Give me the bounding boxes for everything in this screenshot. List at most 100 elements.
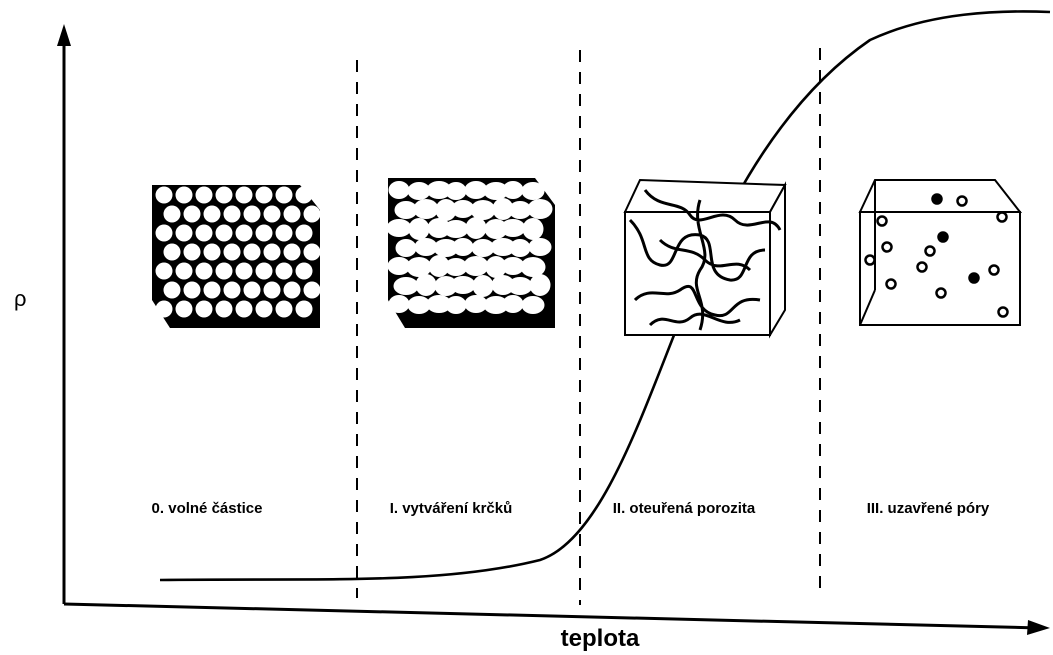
particle xyxy=(296,225,313,242)
pore xyxy=(990,266,999,275)
particle xyxy=(244,206,261,223)
particle xyxy=(416,274,437,296)
particle xyxy=(264,282,281,299)
particle xyxy=(304,244,321,261)
particle xyxy=(184,206,201,223)
particle xyxy=(164,282,181,299)
particle xyxy=(256,225,273,242)
particle xyxy=(394,277,419,295)
particle xyxy=(284,244,301,261)
particle xyxy=(184,244,201,261)
particle xyxy=(284,206,301,223)
particle xyxy=(236,301,253,318)
particle xyxy=(216,263,233,280)
cube-open-porosity xyxy=(625,180,785,335)
particle xyxy=(508,277,533,295)
particle xyxy=(453,238,474,256)
particle xyxy=(471,200,496,220)
particle xyxy=(176,187,193,204)
pore xyxy=(878,217,887,226)
particle xyxy=(387,219,412,237)
particle xyxy=(156,225,173,242)
particle xyxy=(196,225,213,242)
x-axis xyxy=(64,604,1040,628)
x-axis-label: teplota xyxy=(561,625,640,652)
particle xyxy=(264,206,281,223)
pore xyxy=(937,289,946,298)
particle xyxy=(304,282,321,299)
particle xyxy=(236,225,253,242)
particle xyxy=(156,263,173,280)
particle xyxy=(216,187,233,204)
particle xyxy=(529,238,552,256)
x-axis-arrowhead xyxy=(1027,620,1050,635)
particle xyxy=(236,263,253,280)
particle xyxy=(501,219,526,237)
particle xyxy=(236,187,253,204)
particle xyxy=(276,187,293,204)
particle xyxy=(528,199,553,219)
particle xyxy=(503,295,524,313)
particle xyxy=(224,244,241,261)
particle xyxy=(396,239,417,257)
particle xyxy=(196,301,213,318)
particle xyxy=(276,301,293,318)
cube-closed-pores xyxy=(860,180,1020,325)
particle xyxy=(451,276,476,294)
particle xyxy=(216,301,233,318)
particle xyxy=(256,263,273,280)
particle xyxy=(407,257,432,277)
particle xyxy=(446,296,467,314)
particle xyxy=(473,275,494,297)
particle xyxy=(522,296,545,314)
particle xyxy=(244,244,261,261)
particle xyxy=(204,206,221,223)
particle xyxy=(164,244,181,261)
particle xyxy=(256,187,273,204)
pore xyxy=(939,233,948,242)
axes xyxy=(57,24,1050,635)
stage-label-1: I. vytváření krčků xyxy=(390,500,513,517)
y-axis-label: ρ xyxy=(14,286,27,311)
particle xyxy=(196,263,213,280)
particle xyxy=(204,282,221,299)
stage-label-0: 0. volné částice xyxy=(152,500,263,517)
particle xyxy=(444,220,469,238)
particle xyxy=(464,256,489,276)
particle xyxy=(446,182,467,200)
particle xyxy=(276,225,293,242)
particle xyxy=(224,206,241,223)
pore xyxy=(866,256,875,265)
pore xyxy=(918,263,927,272)
particle xyxy=(264,244,281,261)
pore xyxy=(883,243,892,252)
cube-neck-formation xyxy=(387,178,556,328)
stage-label-2: II. oteuřená porozita xyxy=(613,500,756,517)
cube-loose-particles xyxy=(152,185,321,328)
particle xyxy=(510,239,531,257)
particle xyxy=(204,244,221,261)
particle xyxy=(414,199,439,219)
particle xyxy=(523,218,544,240)
particle xyxy=(176,263,193,280)
pore xyxy=(970,274,979,283)
particle xyxy=(409,218,430,240)
particle xyxy=(176,301,193,318)
particle xyxy=(296,263,313,280)
particle xyxy=(276,263,293,280)
particle xyxy=(156,301,173,318)
particle xyxy=(284,282,301,299)
particle xyxy=(304,206,321,223)
particle xyxy=(184,282,201,299)
pore xyxy=(933,195,942,204)
y-axis-arrowhead xyxy=(57,24,71,46)
particle xyxy=(176,225,193,242)
particle xyxy=(216,225,233,242)
particle xyxy=(521,257,546,277)
particle xyxy=(503,181,524,199)
pore xyxy=(999,308,1008,317)
pore xyxy=(958,197,967,206)
cube-2-side xyxy=(770,185,785,335)
pore xyxy=(998,213,1007,222)
